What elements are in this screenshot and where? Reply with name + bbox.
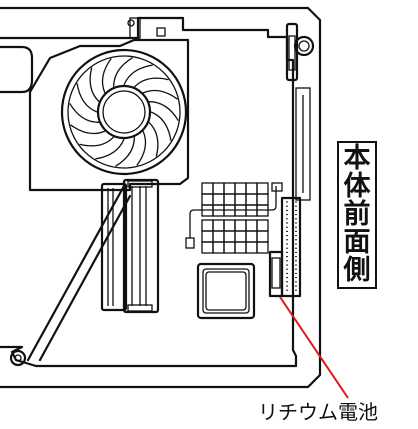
side-label-char: 前	[343, 199, 371, 230]
chip-cell	[245, 182, 258, 195]
chip-cell	[223, 241, 236, 254]
memory-slots	[100, 178, 160, 314]
chip-cell	[256, 193, 269, 206]
chip-cell	[223, 182, 236, 195]
screw-hole-top	[127, 19, 135, 27]
fan-blade	[70, 124, 106, 135]
chip-cell	[234, 230, 247, 243]
front-side-label: 本体前面側	[337, 141, 377, 289]
fan-blade	[101, 58, 112, 94]
chip-cell	[212, 241, 225, 254]
housing-clip	[156, 27, 166, 37]
chip-cell	[201, 193, 214, 206]
fan-blade	[113, 57, 133, 88]
fan-blade	[150, 111, 172, 141]
fan-blade	[133, 77, 169, 88]
chip-cell	[223, 219, 236, 232]
chip-cell	[234, 241, 247, 254]
side-label-char: 側	[343, 255, 371, 286]
vertical-connector	[280, 196, 302, 298]
inner-panel-outline	[0, 16, 298, 368]
chip-cell	[223, 230, 236, 243]
chip-cell	[245, 241, 258, 254]
chip-cell	[234, 182, 247, 195]
chip-cell	[201, 230, 214, 243]
chip-cell	[223, 193, 236, 206]
lithium-battery	[268, 250, 284, 298]
chip-cell	[256, 182, 269, 195]
fan-blade	[148, 101, 179, 121]
chip-cell	[212, 193, 225, 206]
chip-cell	[256, 230, 269, 243]
chip-cell	[212, 230, 225, 243]
chip-cell	[234, 219, 247, 232]
chipset-grid	[201, 182, 269, 254]
housing-tab	[129, 17, 141, 39]
diagonal-strut	[9, 184, 132, 367]
fan-blade	[79, 136, 115, 147]
cable-end	[185, 237, 195, 249]
chassis-outline	[0, 6, 322, 389]
right-port-assembly	[285, 22, 315, 201]
cable-connector	[271, 182, 283, 192]
flex-cable	[189, 186, 277, 238]
fan-blade	[142, 89, 178, 100]
callout-leader-line	[279, 296, 349, 399]
fan-blade	[69, 103, 100, 123]
side-label-char: 体	[343, 171, 371, 202]
chip-cell	[212, 182, 225, 195]
fan-blade	[123, 64, 153, 86]
chip-cell	[234, 193, 247, 206]
lithium-battery-label: リチウム電池	[258, 400, 378, 424]
chip-cell	[201, 219, 214, 232]
fan-blade	[148, 121, 159, 157]
side-label-char: 本	[343, 143, 371, 174]
fan-blade	[76, 83, 98, 113]
chip-cell	[256, 241, 269, 254]
chip-cell	[212, 219, 225, 232]
fan-blade	[136, 130, 147, 166]
chip-cell	[245, 193, 258, 206]
fan-blade	[89, 67, 100, 103]
cooling-fan	[60, 48, 188, 176]
fan-blade	[115, 136, 135, 167]
chip-cell	[256, 219, 269, 232]
left-bracket	[0, 45, 34, 94]
cpu-socket	[196, 262, 256, 320]
fan-blade	[95, 138, 125, 160]
side-label-char: 面	[343, 227, 371, 258]
chip-cell	[201, 182, 214, 195]
chip-cell	[201, 241, 214, 254]
chip-cell	[245, 230, 258, 243]
chip-cell	[245, 219, 258, 232]
